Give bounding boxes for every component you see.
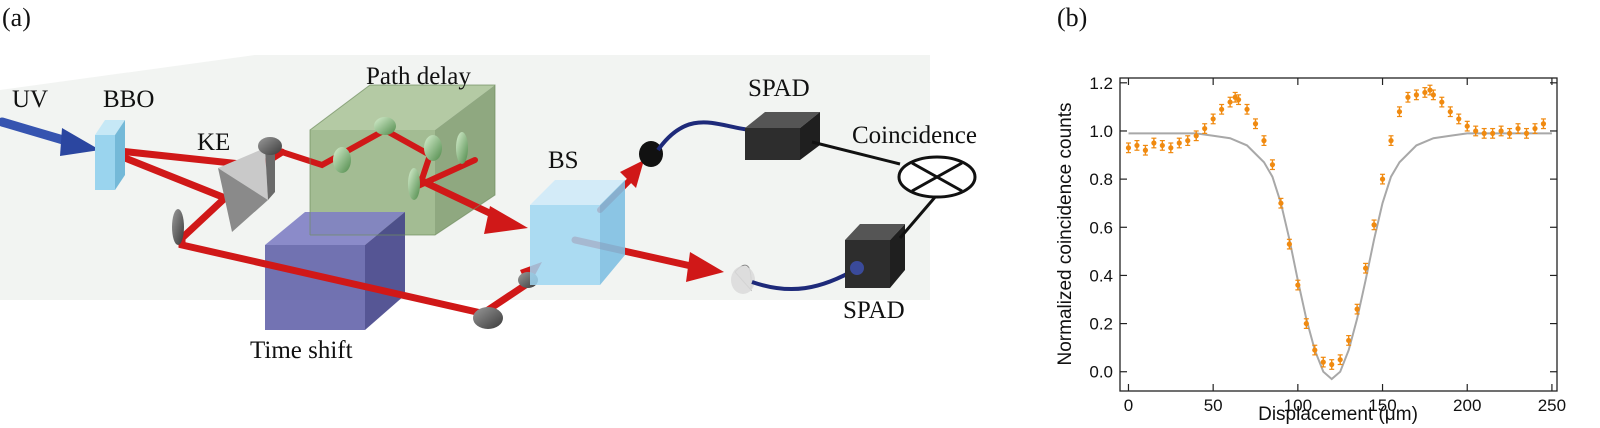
plot-frame	[1119, 77, 1558, 392]
data-point	[1371, 219, 1377, 231]
data-point	[1176, 137, 1182, 149]
uv-label: UV	[12, 86, 48, 113]
data-point	[1481, 127, 1487, 139]
data-point	[1244, 103, 1250, 115]
data-point	[1202, 123, 1208, 134]
data-point	[1473, 125, 1479, 137]
data-point	[1388, 135, 1394, 147]
y-tick-label: 1.2	[1089, 74, 1113, 93]
data-point	[1278, 197, 1284, 209]
data-point	[1235, 94, 1242, 106]
data-point	[1422, 87, 1428, 98]
data-point	[1261, 135, 1267, 147]
panel-a: (a)	[0, 3, 977, 364]
y-tick-label: 0.6	[1089, 218, 1113, 237]
data-point	[1464, 120, 1470, 132]
tick-layer: 0 50 100 150 200 250 0.0 0.2 0.4 0.6 0.8 1.0 1.2	[1089, 74, 1566, 415]
panel-a-label: (a)	[2, 3, 31, 32]
coincidence-counter	[811, 140, 977, 239]
data-point	[1396, 106, 1403, 118]
data-point	[1142, 144, 1149, 156]
x-tick-label: 200	[1453, 396, 1481, 415]
y-tick-label: 0.8	[1089, 170, 1113, 189]
bbo-crystal	[95, 120, 125, 190]
x-tick-label: 50	[1204, 396, 1223, 415]
spad-detector-bottom	[845, 224, 905, 288]
data-point	[1227, 96, 1233, 108]
fit-curve	[1128, 132, 1552, 381]
data-point	[1252, 118, 1259, 130]
data-point	[1210, 113, 1216, 125]
data-point	[1346, 335, 1352, 346]
data-point	[1490, 127, 1496, 139]
y-tick-label: 0.4	[1089, 266, 1113, 285]
chart: 0 50 100 150 200 250 0.0 0.2 0.4 0.6 0.8 1.0 1.2 Dis…	[1055, 74, 1566, 425]
spad-detector-top	[745, 112, 820, 160]
bbo-label: BBO	[103, 86, 154, 113]
uv-beam	[0, 117, 100, 156]
data-point	[1447, 106, 1453, 118]
data-point	[1363, 262, 1369, 274]
data-point	[1329, 359, 1335, 370]
ke-prism	[218, 148, 275, 232]
data-point	[1337, 354, 1343, 366]
data-point	[1286, 238, 1292, 250]
path-delay-label: Path delay	[366, 63, 471, 90]
data-point	[1232, 91, 1238, 103]
data-point	[1405, 91, 1411, 103]
data-point	[1320, 356, 1326, 368]
data-point	[1185, 135, 1191, 147]
data-point	[1532, 123, 1538, 134]
data-point	[1540, 118, 1547, 130]
data-point	[1269, 159, 1276, 171]
data-point	[1515, 123, 1521, 134]
data-points-layer	[1125, 84, 1547, 370]
data-point	[1354, 303, 1360, 315]
data-point	[1159, 140, 1165, 151]
coincidence-label: Coincidence	[852, 122, 977, 149]
data-point	[1134, 140, 1140, 151]
data-point	[1456, 113, 1462, 125]
beam-splitter-cube	[530, 180, 625, 285]
data-point	[1168, 142, 1174, 154]
data-point	[1312, 344, 1318, 356]
x-axis-label: Displacement (μm)	[1258, 404, 1418, 425]
data-point	[1430, 89, 1436, 101]
data-point	[1219, 103, 1225, 115]
ke-label: KE	[197, 129, 230, 156]
data-point	[1125, 142, 1132, 154]
delay-mirror-icons	[333, 117, 468, 200]
data-point	[1303, 318, 1309, 329]
y-tick-label: 0.2	[1089, 315, 1113, 334]
x-tick-label: 100	[1284, 396, 1312, 415]
data-point	[1498, 125, 1504, 137]
data-point	[1506, 127, 1513, 139]
data-point	[1413, 89, 1420, 101]
x-tick-label: 0	[1124, 396, 1133, 415]
fit-curve-layer	[1128, 132, 1552, 381]
data-point	[1295, 279, 1301, 291]
data-point	[1151, 137, 1157, 149]
spad-top-label: SPAD	[748, 75, 810, 102]
y-tick-label: 0.0	[1089, 363, 1113, 382]
time-shift-label: Time shift	[250, 337, 353, 364]
panel-b: (b) 0 50 100 150 200 250 0.0 0.2 0.4 0.6 0.8 1.0 1.2…	[1055, 3, 1566, 425]
x-tick-label: 250	[1538, 396, 1566, 415]
data-point	[1439, 96, 1445, 108]
y-tick-label: 1.0	[1089, 122, 1113, 141]
data-point	[1193, 130, 1199, 142]
data-point	[1523, 127, 1530, 139]
y-axis-label: Normalized coincidence counts	[1055, 103, 1076, 366]
path-delay-edges	[309, 84, 496, 236]
spad-bottom-label: SPAD	[843, 297, 905, 324]
x-tick-label: 150	[1368, 396, 1396, 415]
data-point	[1427, 84, 1433, 96]
bs-label: BS	[548, 147, 579, 174]
panel-b-label: (b)	[1057, 3, 1087, 32]
data-point	[1379, 173, 1386, 185]
